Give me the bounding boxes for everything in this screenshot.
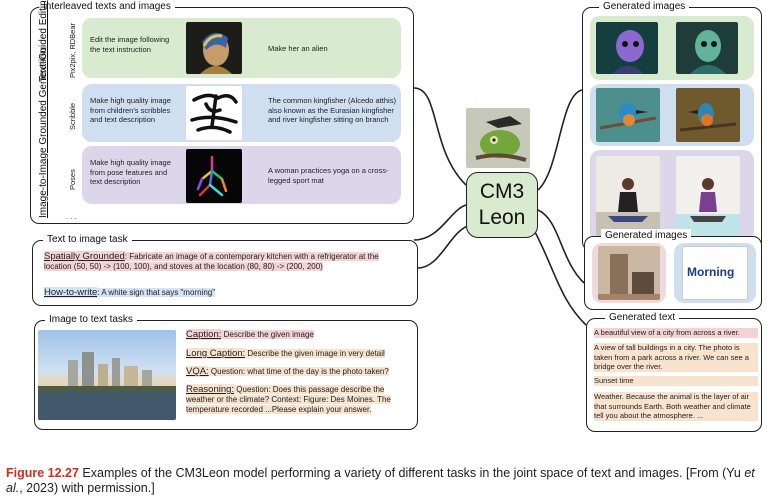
long-caption-label: Long Caption: [186, 348, 246, 359]
cm3leon-line1: CM3 [479, 180, 525, 203]
vqa-text: Question: what time of the day is the ph… [208, 367, 389, 376]
generated-text-2: A view of tall buildings in a city. The … [594, 343, 758, 372]
image-to-text-title: Image to text tasks [45, 313, 137, 327]
row-instruction: Edit the image following the text instru… [90, 35, 170, 54]
row-instruction: Make high quality image from pose featur… [90, 158, 171, 186]
yoga-image-2 [676, 156, 740, 236]
vqa-label: VQA: [186, 366, 209, 377]
row-prompt: A woman practices yoga on a cross-legged… [268, 166, 389, 185]
row-ellipsis: . . . [66, 212, 77, 221]
howto-task: How-to-write: A white sign that says "mo… [44, 287, 408, 298]
generated-text-3: Sunset time [594, 376, 758, 386]
generated-text-1: A beautiful view of a city from across a… [594, 328, 758, 338]
caption-text-a: Examples of the CM3Leon model performing… [78, 466, 745, 480]
generated-text-4: Weather. Because the animal is the layer… [594, 392, 758, 421]
figure-number: Figure 12.27 [6, 466, 79, 480]
morning-sign-image: Morning [682, 246, 748, 300]
text-to-image-title: Text to image task [43, 233, 132, 247]
yoga-image-1 [596, 156, 660, 236]
long-caption-task: Long Caption: Describe the given image i… [186, 348, 412, 359]
caption-label: Caption: [186, 329, 222, 340]
row-prompt: Make her an alien [268, 44, 328, 53]
pearl-earring-image [186, 22, 242, 74]
alien-image-1 [596, 22, 658, 74]
reasoning-label: Reasoning: [186, 384, 235, 395]
row-side-label: Poses [68, 169, 77, 190]
row-side-label: Pix2pix, RDBear [68, 22, 77, 78]
row-prompt: The common kingfisher (Alcedo atthis) al… [268, 96, 396, 124]
generated-images-mid-title: Generated images [601, 229, 692, 243]
caption-text-b: , 2023) with permission.] [19, 481, 155, 495]
scribble-image [186, 86, 242, 140]
row-side-label: Scribble [68, 102, 77, 130]
reasoning-task: Reasoning: Question: Does this passage d… [186, 384, 412, 415]
spatial-label: Spatially Grounded [44, 251, 125, 262]
chameleon-image [466, 108, 530, 168]
morning-sign-text: Morning [687, 265, 735, 279]
pose-image [186, 149, 242, 203]
generated-images-top-title: Generated images [599, 0, 690, 14]
figure-caption: Figure 12.27 Examples of the CM3Leon mod… [6, 466, 762, 496]
cm3leon-node: CM3 Leon [466, 172, 538, 238]
cm3leon-line2: Leon [478, 206, 526, 229]
alien-image-2 [676, 22, 738, 74]
vqa-task: VQA: Question: what time of the day is t… [186, 366, 412, 377]
kingfisher-image-2 [676, 88, 740, 142]
howto-text: : A white sign that says "morning" [97, 288, 216, 297]
generated-text-title: Generated text [605, 311, 680, 325]
spatial-task: Spatially Grounded: Fabricate an image o… [44, 251, 408, 272]
row-instruction: Make high quality image from children's … [90, 96, 171, 124]
group-label-grounded: Image-to-Image Grounded Generation [38, 47, 49, 218]
spatial-text: : Fabricate an image of a contemporary k… [44, 252, 379, 271]
caption-et-al: et al. [6, 466, 755, 495]
kitchen-image [598, 246, 660, 300]
howto-label: How-to-write [44, 287, 98, 298]
reasoning-text: Question: Does this passage describe the… [186, 385, 391, 414]
caption-text: Describe the given image [221, 330, 314, 339]
long-caption-text: Describe the given image in very detail [245, 349, 385, 358]
kingfisher-image-1 [596, 88, 660, 142]
interleaved-title: Interleaved texts and images [39, 0, 175, 14]
city-river-image [38, 330, 176, 420]
caption-task: Caption: Describe the given image [186, 329, 412, 340]
